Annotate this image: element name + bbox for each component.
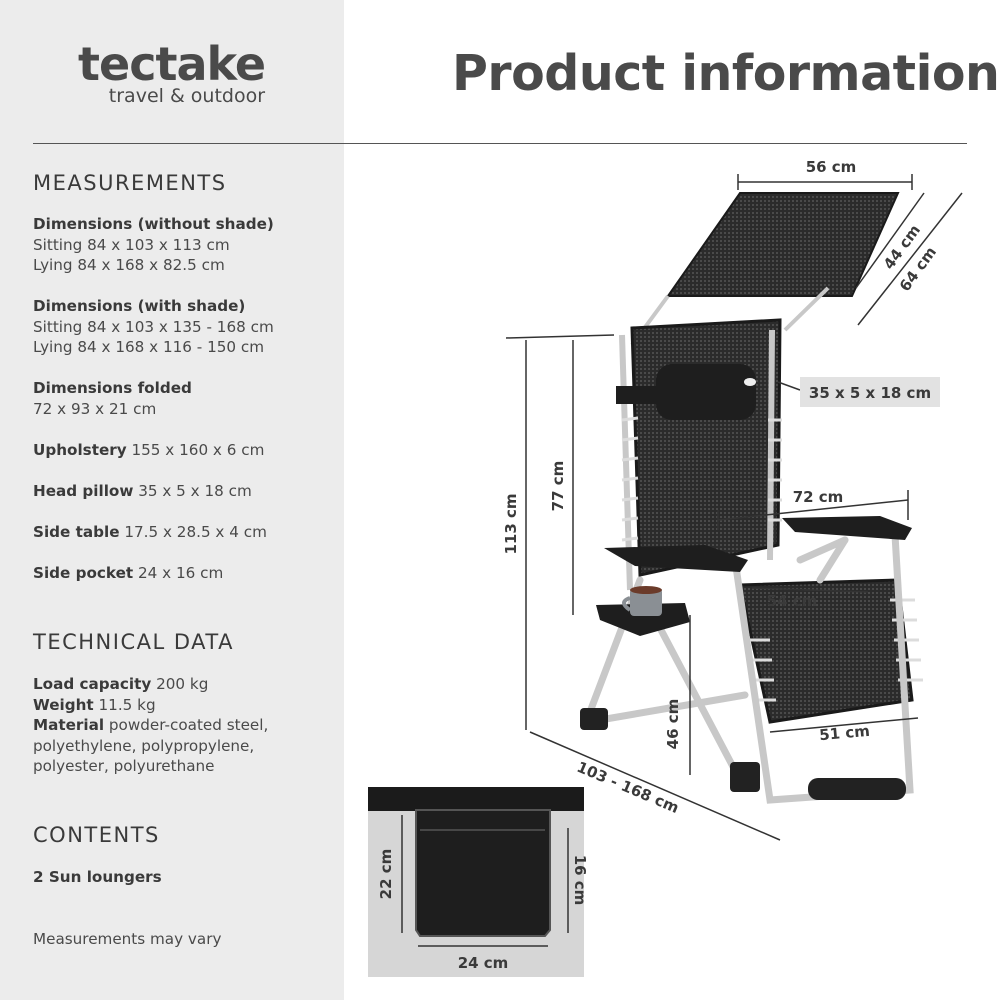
- brand-name: tectake: [78, 37, 266, 91]
- side-table: [596, 586, 690, 636]
- contents-heading: CONTENTS: [33, 823, 160, 847]
- info-sidebar: [0, 0, 344, 1000]
- dims-with-shade-sitting: Sitting 84 x 103 x 135 - 168 cm: [33, 317, 274, 336]
- label-shade-width: 56 cm: [806, 158, 857, 176]
- dims-without-shade: Dimensions (without shade) Sitting 84 x …: [33, 214, 274, 276]
- side-pocket-label: Side pocket: [33, 564, 134, 582]
- dims-without-shade-lying: Lying 84 x 168 x 82.5 cm: [33, 256, 225, 275]
- material-label: Material: [33, 716, 105, 735]
- side-pocket-spec: Side pocket 24 x 16 cm: [33, 563, 223, 584]
- dims-without-shade-label: Dimensions (without shade): [33, 215, 274, 233]
- head-pillow: [616, 364, 756, 420]
- pillow-label-box: [800, 377, 940, 407]
- side-pocket-value: 24 x 16 cm: [133, 564, 224, 582]
- label-pocket-height-outer: 22 cm: [377, 849, 395, 900]
- frame-feet: [580, 708, 906, 800]
- label-pocket-width: 24 cm: [458, 954, 509, 972]
- header-divider: [33, 143, 967, 144]
- bungee-cords-left: [621, 416, 639, 542]
- dims-folded: Dimensions folded 72 x 93 x 21 cm: [33, 378, 192, 419]
- brand-tagline: travel & outdoor: [108, 85, 266, 107]
- material-line3: polyester, polyurethane: [33, 757, 215, 776]
- weight-value: 11.5 kg: [93, 695, 156, 714]
- label-pocket-height-inner: 16 cm: [571, 855, 589, 906]
- head-pillow-spec: Head pillow 35 x 5 x 18 cm: [33, 481, 252, 502]
- dims-folded-value: 72 x 93 x 21 cm: [33, 399, 157, 418]
- product-diagram: 56 cm 44 cm 64 cm 35 x 5 x 18 cm 113 cm …: [368, 158, 963, 977]
- technical-specs: Load capacity 200 kg Weight 11.5 kg Mate…: [33, 674, 268, 777]
- armrests: [604, 516, 912, 572]
- label-total-height: 113 cm: [502, 493, 520, 554]
- contents-item: 2 Sun loungers: [33, 867, 162, 888]
- load-value: 200 kg: [151, 675, 209, 693]
- label-seat-width: 54 cm: [767, 592, 818, 610]
- side-table-spec: Side table 17.5 x 28.5 x 4 cm: [33, 522, 267, 543]
- upholstery-spec: Upholstery 155 x 160 x 6 cm: [33, 440, 264, 461]
- side-pocket-inset: [368, 787, 584, 977]
- technical-heading: TECHNICAL DATA: [33, 630, 234, 654]
- dims-with-shade-lying: Lying 84 x 168 x 116 - 150 cm: [33, 338, 265, 357]
- head-pillow-value: 35 x 5 x 18 cm: [133, 482, 252, 500]
- measurement-note: Measurements may vary: [33, 930, 222, 948]
- side-table-value: 17.5 x 28.5 x 4 cm: [119, 523, 267, 541]
- label-arm-width: 72 cm: [793, 488, 844, 506]
- bungee-cords-right: [768, 418, 782, 522]
- label-seat-depth: 51 cm: [819, 722, 871, 744]
- page-title: Product information: [452, 45, 1000, 102]
- label-back-height: 77 cm: [549, 461, 567, 512]
- measurements-heading: MEASUREMENTS: [33, 171, 227, 195]
- contents-item-text: 2 Sun loungers: [33, 868, 162, 886]
- upholstery-label: Upholstery: [33, 441, 127, 459]
- dimension-lines: [505, 174, 963, 841]
- label-length: 103 - 168 cm: [574, 758, 681, 817]
- brand-logo: tectake travel & outdoor: [78, 37, 266, 107]
- weight-label: Weight: [33, 695, 94, 714]
- dims-with-shade-label: Dimensions (with shade): [33, 297, 246, 315]
- material-line2: polyethylene, polypropylene,: [33, 736, 255, 755]
- material-line1: powder-coated steel,: [104, 716, 269, 735]
- dims-with-shade: Dimensions (with shade) Sitting 84 x 103…: [33, 296, 274, 358]
- label-pillow: 35 x 5 x 18 cm: [809, 384, 931, 402]
- load-label: Load capacity: [33, 675, 152, 693]
- seat: [738, 578, 923, 724]
- dims-folded-label: Dimensions folded: [33, 379, 192, 397]
- dims-without-shade-sitting: Sitting 84 x 103 x 113 cm: [33, 235, 230, 254]
- side-table-label: Side table: [33, 523, 120, 541]
- label-seat-height: 46 cm: [664, 699, 682, 750]
- upholstery-value: 155 x 160 x 6 cm: [126, 441, 265, 459]
- head-pillow-label: Head pillow: [33, 482, 134, 500]
